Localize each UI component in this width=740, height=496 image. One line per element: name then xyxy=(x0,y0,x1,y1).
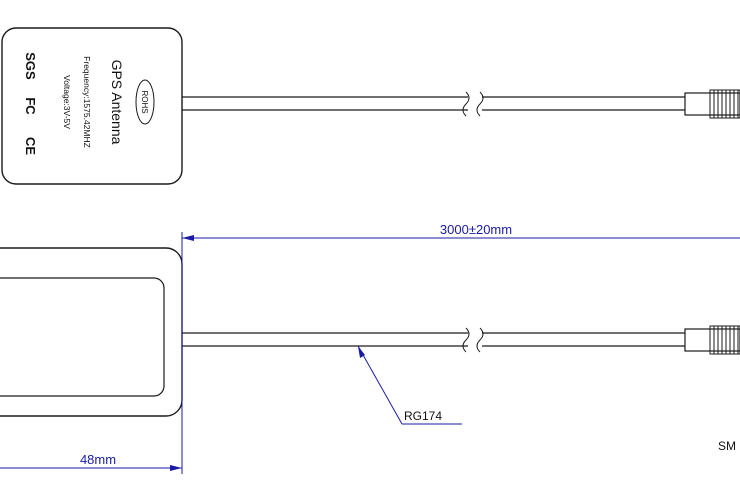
width-label: 48mm xyxy=(80,452,116,467)
rohs-oval xyxy=(135,79,155,125)
sgs-logo: SGS xyxy=(23,52,38,80)
cable-type-callout: RG174 xyxy=(357,345,462,425)
cable-type-label: RG174 xyxy=(404,409,442,423)
width-dimension: 48mm xyxy=(0,452,182,471)
top-antenna-housing xyxy=(1,27,183,185)
bottom-antenna-recess xyxy=(0,277,165,397)
top-view: ROHS GPS Antenna Frequency:1575.42MHZ Vo… xyxy=(1,27,740,185)
rohs-text: ROHS xyxy=(140,90,149,113)
antenna-label-area: ROHS GPS Antenna Frequency:1575.42MHZ Vo… xyxy=(23,52,155,155)
antenna-title: GPS Antenna xyxy=(109,60,125,145)
bottom-connector xyxy=(684,325,740,355)
bottom-cable xyxy=(182,327,685,353)
top-cable xyxy=(182,91,685,117)
top-connector xyxy=(684,89,740,119)
ce-logo: CE xyxy=(23,137,38,155)
frequency-text: Frequency:1575.42MHZ xyxy=(82,56,92,148)
bottom-view: 3000±20mm 48mm RG174 SM xyxy=(0,222,740,474)
connector-knurl xyxy=(713,90,739,118)
cable-length-dimension: 3000±20mm xyxy=(181,222,740,474)
connector-label: SM xyxy=(718,439,736,453)
bottom-antenna-housing xyxy=(0,247,183,417)
bottom-connector-knurl xyxy=(713,326,739,354)
cable-length-label: 3000±20mm xyxy=(440,222,512,237)
fc-logo: FC xyxy=(23,97,38,115)
voltage-text: Voltage:3V-5V xyxy=(62,75,72,129)
